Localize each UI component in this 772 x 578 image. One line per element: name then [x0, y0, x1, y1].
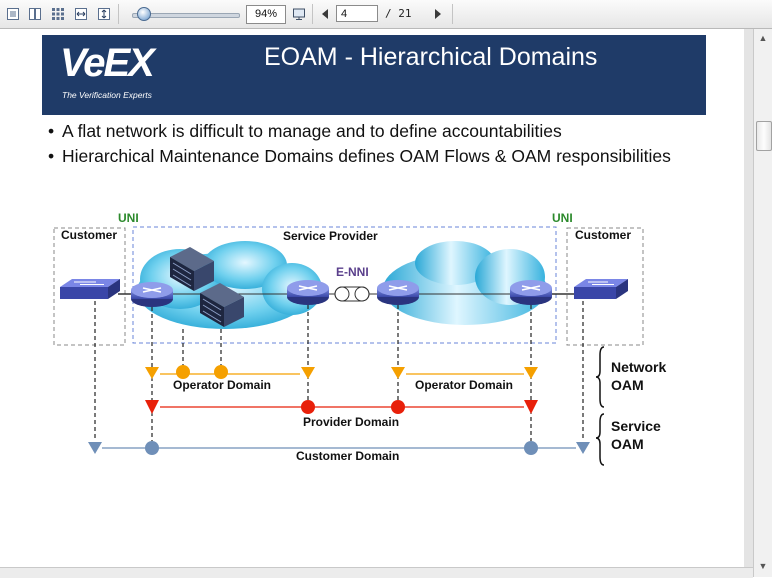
prev-page-icon[interactable] — [315, 4, 335, 24]
network-oam-brace — [595, 346, 605, 408]
scroll-up-icon[interactable]: ▲ — [758, 33, 768, 43]
server-icon — [170, 247, 214, 291]
bullet-item: •Hierarchical Maintenance Domains define… — [48, 146, 671, 166]
service-provider-box — [132, 226, 557, 344]
fit-height-icon[interactable] — [94, 4, 114, 24]
customer-right-box — [566, 227, 644, 346]
grid-view-icon[interactable] — [48, 4, 68, 24]
zoom-slider-thumb[interactable] — [137, 7, 151, 21]
operator-domain-right — [391, 367, 538, 379]
horizontal-scrollbar[interactable] — [0, 567, 753, 578]
customer-switch-left-icon — [60, 279, 120, 299]
customer-switch-right-icon — [574, 279, 628, 299]
enni-label: E-NNI — [336, 265, 369, 279]
router-icon — [287, 280, 329, 305]
two-page-icon[interactable] — [25, 4, 45, 24]
zoom-level-field[interactable]: 94% — [246, 5, 286, 24]
service-oam-brace — [595, 413, 605, 466]
uni-left-label: UNI — [118, 211, 139, 225]
slide-banner: VeEX The Verification Experts EOAM - Hie… — [42, 35, 706, 115]
scrollbar-thumb[interactable] — [756, 121, 772, 151]
document-page: VeEX The Verification Experts EOAM - Hie… — [0, 29, 753, 567]
toolbar-divider — [452, 4, 453, 24]
bullet-list: •A flat network is difficult to manage a… — [48, 121, 688, 171]
next-page-icon[interactable] — [428, 4, 448, 24]
single-page-icon[interactable] — [3, 4, 23, 24]
drop-lines — [94, 301, 584, 441]
fit-width-icon[interactable] — [71, 4, 91, 24]
server-icon — [200, 283, 244, 327]
service-oam-label-line1: Service — [611, 418, 661, 434]
presentation-icon[interactable] — [289, 4, 309, 24]
toolbar-divider — [312, 4, 313, 24]
service-provider-label: Service Provider — [283, 229, 378, 243]
toolbar-divider — [118, 4, 119, 24]
operator-domain-left — [145, 365, 315, 379]
page-total-label: / 21 — [385, 7, 412, 20]
logo-tagline: The Verification Experts — [62, 90, 152, 100]
zoom-slider[interactable] — [132, 13, 240, 18]
router-icon — [510, 280, 552, 305]
operator-domain-left-label: Operator Domain — [173, 378, 271, 392]
provider-domain — [145, 400, 538, 414]
operator-domain-right-label: Operator Domain — [415, 378, 513, 392]
customer-domain — [88, 441, 590, 455]
veex-logo: VeEX — [60, 41, 155, 85]
page-edge — [744, 29, 753, 567]
network-oam-label-line2: OAM — [611, 377, 644, 393]
customer-domain-label: Customer Domain — [296, 449, 399, 463]
vertical-scrollbar[interactable]: ▲ ▼ — [753, 29, 772, 577]
page-number-field[interactable]: 4 — [336, 5, 378, 22]
router-icon — [131, 282, 173, 307]
bullet-item: •A flat network is difficult to manage a… — [48, 121, 562, 141]
customer-left-label: Customer — [61, 228, 117, 242]
enni-connector-icon — [334, 286, 370, 302]
customer-right-label: Customer — [575, 228, 631, 242]
eoam-diagram: UNI UNI Customer Customer Service Provid… — [53, 211, 666, 466]
provider-domain-label: Provider Domain — [303, 415, 399, 429]
uni-right-label: UNI — [552, 211, 573, 225]
router-icon — [377, 280, 419, 305]
service-oam-label-line2: OAM — [611, 436, 644, 452]
scroll-down-icon[interactable]: ▼ — [758, 561, 768, 571]
customer-left-box — [53, 227, 126, 346]
network-oam-label-line1: Network — [611, 359, 666, 375]
viewer-toolbar: 94% 4 / 21 — [0, 0, 772, 29]
slide-title: EOAM - Hierarchical Domains — [264, 43, 598, 71]
